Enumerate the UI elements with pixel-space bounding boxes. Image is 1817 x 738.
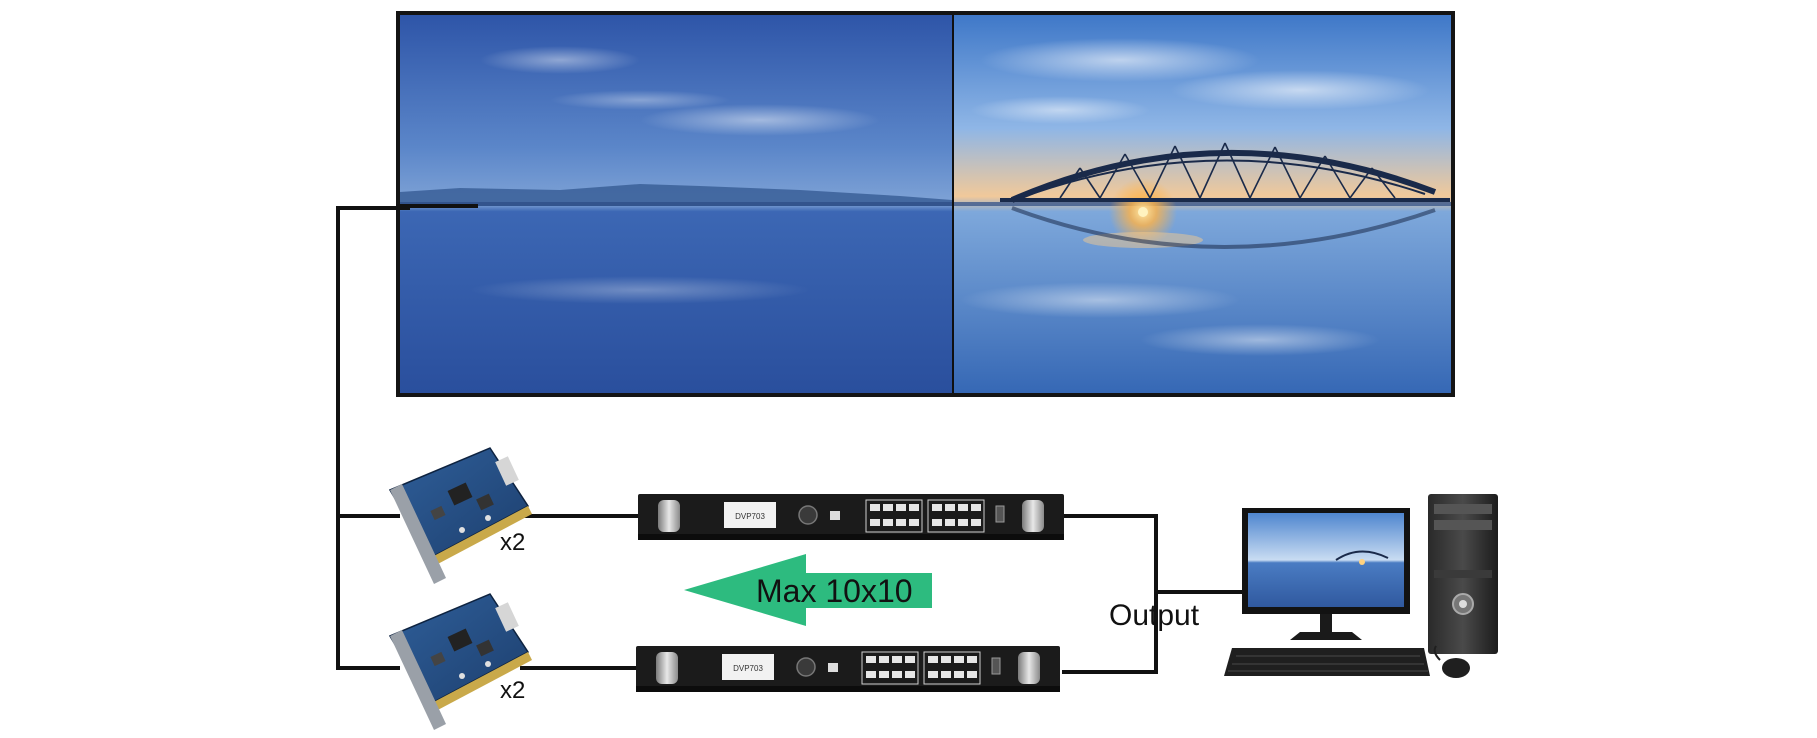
computer: [1224, 494, 1498, 678]
pc-tower-icon: [1428, 494, 1498, 654]
processor-model-label: DVP703: [735, 512, 765, 521]
mouse-icon: [1433, 645, 1470, 678]
processor-model-label: DVP703: [733, 664, 763, 673]
max-size-arrow: Max 10x10: [684, 554, 932, 626]
card-multiplier-top: x2: [500, 529, 525, 556]
monitor-icon: [1242, 508, 1410, 640]
keyboard-icon: [1224, 648, 1430, 676]
max-size-label: Max 10x10: [756, 573, 913, 609]
video-processor-icon: DVP703: [636, 646, 1060, 692]
video-processor-icon: DVP703: [638, 494, 1064, 540]
sending-card-icon: [388, 447, 532, 584]
output-label: Output: [1109, 599, 1200, 632]
card-multiplier-bottom: x2: [500, 677, 525, 704]
sending-card-icon: [388, 593, 532, 730]
cables: [336, 206, 1250, 674]
video-wall-icon: [396, 11, 1455, 397]
